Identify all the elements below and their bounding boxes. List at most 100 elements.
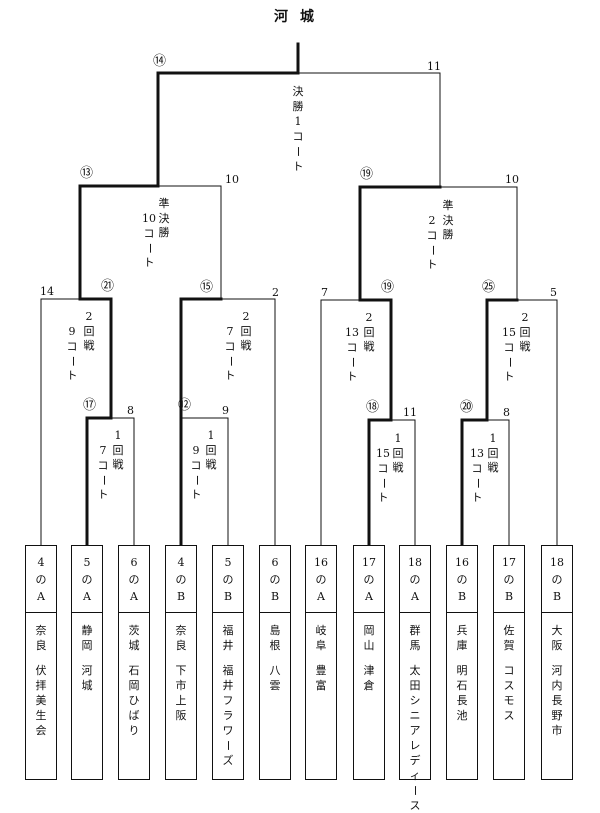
- label-char: 2: [428, 214, 436, 227]
- label-char: ー: [346, 356, 360, 368]
- score-r2d-right: 5: [550, 286, 557, 299]
- label-char: 2: [85, 310, 93, 323]
- label-char: コ: [292, 130, 304, 143]
- champion-title: 河城: [274, 9, 326, 25]
- score-r1a-right: 8: [127, 404, 134, 417]
- label-char: 回: [519, 325, 531, 339]
- label-char: 7: [226, 325, 234, 338]
- label-char: 決: [442, 213, 454, 227]
- team-name: 福井福井フラワーズ: [221, 624, 235, 767]
- score-r2c-left: 7: [321, 286, 328, 299]
- label-char: 準: [442, 199, 454, 212]
- label-char: 戦: [363, 340, 375, 353]
- label-char: ー: [190, 474, 204, 486]
- label-char: ト: [224, 368, 236, 382]
- label-char: 1: [114, 429, 122, 442]
- label-char: ト: [66, 368, 78, 382]
- label-char: コ: [346, 340, 358, 354]
- label-char: ト: [377, 490, 389, 504]
- score-semi-left-left: ⑬: [80, 166, 94, 181]
- label-char: 勝: [158, 226, 170, 239]
- label-char: 決: [292, 85, 304, 98]
- label-char: ト: [471, 490, 483, 504]
- label-char: ト: [426, 257, 438, 271]
- score-final-right: 11: [427, 60, 441, 73]
- score-r1c-left: ⑱: [366, 400, 380, 415]
- label-char: 回: [112, 443, 124, 457]
- label-char: 13: [470, 447, 484, 460]
- team-name: 茨城石岡ひばり: [128, 624, 140, 737]
- label-char: ト: [346, 369, 358, 383]
- label-char: ー: [377, 477, 391, 489]
- score-r1c-right: 11: [403, 406, 417, 419]
- score-r2a-right: ㉑: [101, 279, 115, 294]
- label-char: ー: [503, 356, 517, 368]
- label-char: ト: [503, 369, 515, 383]
- score-semi-left-right: 10: [225, 173, 239, 186]
- label-char: ー: [426, 244, 440, 256]
- score-semi-right-right: 10: [505, 173, 519, 186]
- label-char: ー: [66, 355, 80, 367]
- label-char: 戦: [487, 461, 499, 474]
- label-char: 2: [242, 310, 250, 323]
- score-r2c-right: ⑲: [381, 280, 395, 295]
- team-name: 佐賀コスモス: [503, 624, 515, 722]
- label-char: 1: [294, 115, 302, 128]
- team-name: 奈良下市上阪: [175, 624, 187, 722]
- score-r1a-left: ⑰: [83, 398, 97, 413]
- label-char: 9: [192, 444, 200, 457]
- label-char: 1: [489, 432, 497, 445]
- label-char: ー: [143, 242, 157, 254]
- label-char: コ: [377, 461, 389, 475]
- label-char: 1: [394, 432, 402, 445]
- team-name: 静岡河城: [81, 624, 93, 692]
- label-char: ー: [97, 474, 111, 486]
- score-final-left: ⑭: [153, 54, 167, 69]
- label-char: 7: [99, 444, 107, 457]
- label-char: コ: [471, 461, 483, 475]
- score-r1b-left: ⑫: [178, 398, 192, 413]
- label-char: コ: [143, 226, 155, 240]
- label-char: 勝: [442, 228, 454, 241]
- label-char: 2: [521, 311, 529, 324]
- label-char: 戦: [205, 458, 217, 471]
- score-r1d-right: 8: [503, 406, 510, 419]
- team-name: 群馬太田シニアレディース: [408, 624, 422, 812]
- label-char: ー: [291, 146, 305, 157]
- label-char: 決: [158, 211, 170, 225]
- label-char: 戦: [240, 339, 252, 352]
- team-name: 大阪河内長野市: [551, 624, 563, 737]
- label-char: 1: [207, 429, 215, 442]
- label-char: コ: [66, 339, 78, 353]
- label-char: ト: [143, 255, 155, 269]
- label-char: 13: [345, 326, 359, 339]
- score-r2b-left: ⑮: [200, 280, 214, 295]
- score-semi-right-left: ⑲: [360, 167, 374, 182]
- label-char: 戦: [112, 458, 124, 471]
- label-char: 2: [365, 311, 373, 324]
- score-r1b-right: 9: [222, 404, 229, 417]
- score-r2b-right: 2: [272, 286, 279, 299]
- label-char: 回: [363, 325, 375, 339]
- label-char: 10: [142, 212, 156, 225]
- label-char: コ: [97, 458, 109, 472]
- label-char: コ: [426, 228, 438, 242]
- score-r2a-left: 14: [40, 285, 54, 298]
- label-char: ー: [224, 355, 238, 367]
